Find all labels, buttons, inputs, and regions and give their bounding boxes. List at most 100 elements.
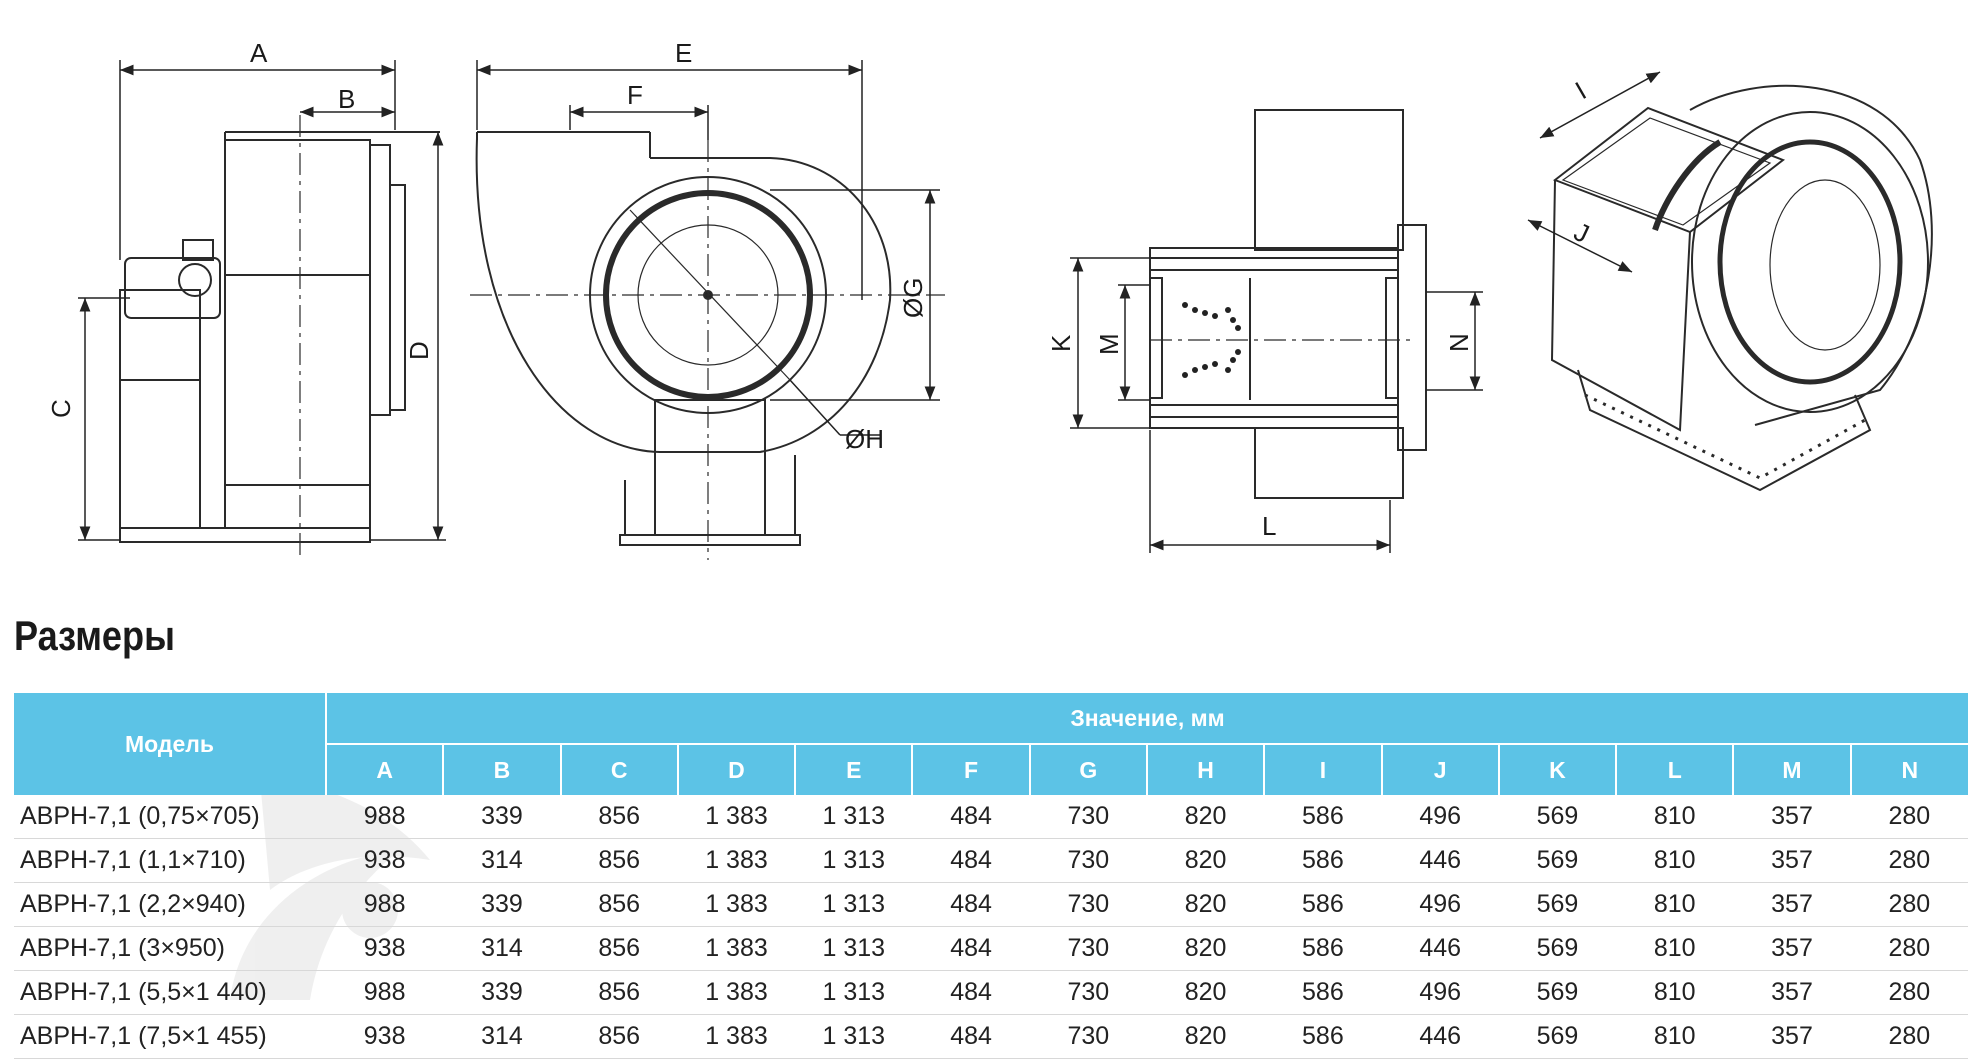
value-cell: 339: [443, 882, 561, 927]
value-cell: 586: [1264, 838, 1382, 883]
value-cell: 938: [326, 926, 444, 971]
value-cell: 586: [1264, 882, 1382, 927]
value-cell: 446: [1381, 1014, 1499, 1059]
column-header-k: K: [1497, 743, 1617, 795]
value-cell: 938: [326, 1014, 444, 1059]
value-cell: 569: [1498, 882, 1617, 927]
value-cell: 446: [1381, 838, 1499, 883]
table-head: Модель Значение, мм A B C D E F G H I J …: [14, 693, 1968, 795]
value-cell: 1 313: [795, 926, 913, 971]
value-cell: 586: [1264, 795, 1382, 839]
dim-label-c: C: [46, 399, 76, 418]
value-cell: 484: [912, 926, 1030, 971]
section-title: Размеры: [14, 612, 175, 659]
value-cell: 810: [1616, 926, 1734, 971]
value-cell: 280: [1850, 882, 1968, 927]
value-cell: 484: [912, 838, 1030, 883]
value-cell: 569: [1498, 970, 1617, 1015]
dim-label-e: E: [675, 38, 692, 68]
dim-label-g: ØG: [898, 278, 928, 318]
value-cell: 484: [912, 795, 1030, 839]
value-cell: 357: [1733, 795, 1851, 839]
dim-label-b: B: [338, 84, 355, 114]
value-cell: 1 383: [677, 970, 796, 1015]
value-cell: 314: [443, 838, 561, 883]
column-header-e: E: [794, 743, 913, 795]
value-cell: 496: [1381, 882, 1499, 927]
model-header: Модель: [14, 693, 327, 795]
column-header-f: F: [911, 743, 1030, 795]
value-cell: 856: [560, 882, 678, 927]
value-cell: 357: [1733, 970, 1851, 1015]
value-cell: 280: [1850, 1014, 1968, 1059]
value-cell: 484: [912, 1014, 1030, 1059]
value-cell: 730: [1029, 838, 1147, 883]
value-cell: 1 313: [795, 970, 913, 1015]
value-cell: 569: [1498, 838, 1617, 883]
front-view-dimensions: [476, 60, 940, 436]
value-cell: 810: [1616, 795, 1734, 839]
value-cell: 357: [1733, 1014, 1851, 1059]
value-cell: 1 383: [677, 795, 796, 839]
value-cell: 820: [1146, 926, 1265, 971]
value-cell: 446: [1381, 926, 1499, 971]
dimensions-table: Модель Значение, мм A B C D E F G H I J …: [14, 693, 1968, 1059]
column-header-l: L: [1615, 743, 1734, 795]
value-cell: 1 313: [795, 838, 913, 883]
iso-view-dimensions: [1527, 71, 1661, 273]
value-cell: 1 383: [677, 882, 796, 927]
value-cell: 856: [560, 1014, 678, 1059]
value-cell: 820: [1146, 882, 1265, 927]
table-header-row-letters: A B C D E F G H I J K L M N: [14, 743, 1968, 795]
value-cell: 988: [326, 882, 444, 927]
column-header-m: M: [1732, 743, 1851, 795]
value-cell: 339: [443, 795, 561, 839]
dim-label-d: D: [404, 341, 434, 360]
top-view-vent-holes: [1182, 302, 1241, 378]
column-header-g: G: [1028, 743, 1147, 795]
value-cell: 586: [1264, 926, 1382, 971]
iso-view-drawing: [1550, 84, 1933, 492]
value-cell: 856: [560, 970, 678, 1015]
dim-label-i: I: [1570, 76, 1591, 106]
value-cell: 339: [443, 970, 561, 1015]
value-cell: 484: [912, 970, 1030, 1015]
value-cell: 730: [1029, 970, 1147, 1015]
value-cell: 820: [1146, 795, 1265, 839]
value-cell: 730: [1029, 795, 1147, 839]
value-cell: 810: [1616, 1014, 1734, 1059]
value-cell: 820: [1146, 970, 1265, 1015]
value-cell: 1 383: [677, 838, 796, 883]
value-cell: 586: [1264, 1014, 1382, 1059]
value-cell: 280: [1850, 926, 1968, 971]
model-cell: АВРН-7,1 (3×950): [14, 926, 326, 971]
value-group-header: Значение, мм: [326, 693, 1968, 744]
value-cell: 314: [443, 926, 561, 971]
model-cell: АВРН-7,1 (1,1×710): [14, 838, 326, 883]
value-cell: 856: [560, 926, 678, 971]
top-view-drawing: [1149, 109, 1427, 499]
value-cell: 1 313: [795, 1014, 913, 1059]
column-header-b: B: [442, 743, 561, 795]
side-view-dimensions: [78, 60, 446, 541]
value-cell: 496: [1381, 795, 1499, 839]
value-cell: 1 383: [677, 1014, 796, 1059]
value-cell: 820: [1146, 838, 1265, 883]
dim-label-j: J: [1569, 216, 1593, 249]
value-cell: 496: [1381, 970, 1499, 1015]
value-cell: 1 313: [795, 882, 913, 927]
dim-label-h: ØH: [845, 424, 884, 454]
side-view-drawing: [119, 115, 440, 560]
value-cell: 820: [1146, 1014, 1265, 1059]
front-view-drawing: [470, 131, 945, 560]
value-cell: 357: [1733, 838, 1851, 883]
value-cell: 810: [1616, 970, 1734, 1015]
dim-label-f: F: [627, 80, 643, 110]
table-header-row-group: Модель Значение, мм: [14, 693, 1968, 795]
column-header-h: H: [1145, 743, 1265, 795]
